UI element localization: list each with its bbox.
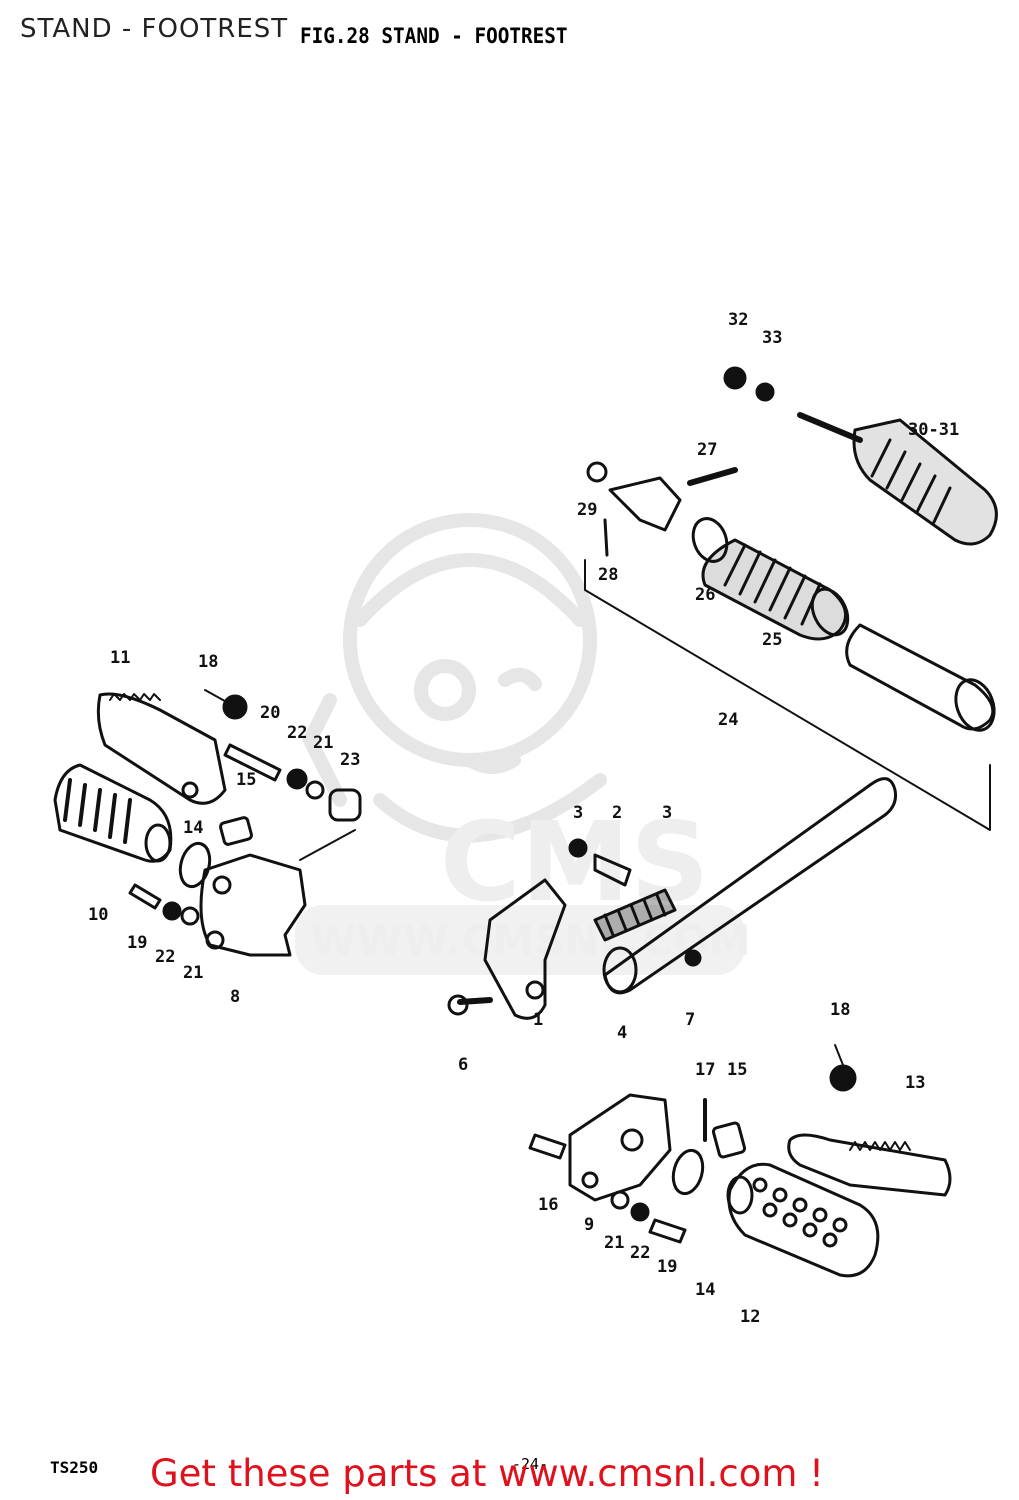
label-part-9: 9 xyxy=(584,1215,594,1235)
label-part-16: 16 xyxy=(538,1195,558,1215)
bolt-2 xyxy=(593,853,632,887)
model-code: TS250 xyxy=(50,1458,99,1477)
label-part-20: 20 xyxy=(260,703,280,723)
label-part-14a: 14 xyxy=(183,818,203,838)
label-part-32: 32 xyxy=(728,310,748,330)
label-part-21c: 21 xyxy=(604,1233,624,1253)
leader-left-1 xyxy=(299,829,356,861)
left-plate-15 xyxy=(219,816,253,846)
stand-spring-5 xyxy=(593,888,677,942)
watermark-logo xyxy=(302,513,607,843)
label-part-15a: 15 xyxy=(236,770,256,790)
label-part-27: 27 xyxy=(697,440,717,460)
label-part-2: 2 xyxy=(612,803,622,823)
right-footrest-rubber-13 xyxy=(787,1133,952,1197)
left-spring-coil-18 xyxy=(222,694,248,720)
label-part-15b: 15 xyxy=(727,1060,747,1080)
label-part-11: 11 xyxy=(110,648,130,668)
right-washer-14 xyxy=(671,1148,705,1196)
cta-link-text[interactable]: Get these parts at www.cmsnl.com ! xyxy=(150,1452,825,1495)
label-part-19b: 19 xyxy=(657,1257,677,1277)
left-bolt-19 xyxy=(128,883,162,910)
label-part-22a: 22 xyxy=(287,723,307,743)
label-part-25: 25 xyxy=(762,630,782,650)
label-part-22c: 22 xyxy=(630,1243,650,1263)
label-part-30-31: 30-31 xyxy=(908,420,959,440)
label-part-7: 7 xyxy=(685,1010,695,1030)
bracket-29 xyxy=(586,461,738,557)
label-part-21a: 21 xyxy=(313,733,333,753)
figure-title: FIG.28 STAND - FOOTREST xyxy=(300,24,568,48)
left-footrest-rubber-11 xyxy=(96,692,227,805)
part-number-labels: 32 33 30-31 27 29 28 26 25 24 11 18 20 2… xyxy=(88,310,959,1327)
rear-footrest-30-31 xyxy=(723,366,998,546)
label-part-29: 29 xyxy=(577,500,597,520)
right-plate-15 xyxy=(711,1121,747,1159)
leader-24 xyxy=(584,559,991,831)
label-part-22b: 22 xyxy=(155,947,175,967)
label-part-19a: 19 xyxy=(127,933,147,953)
label-part-24: 24 xyxy=(718,710,738,730)
right-spring-coil-18 xyxy=(829,1064,857,1092)
left-footrest-bracket-8 xyxy=(199,853,307,957)
label-part-6: 6 xyxy=(458,1055,468,1075)
page-title: STAND - FOOTREST xyxy=(20,14,289,44)
bolt-6 xyxy=(447,994,469,1016)
right-footrest-bracket-9 xyxy=(568,1093,672,1202)
nut-7 xyxy=(684,949,702,967)
label-part-1: 1 xyxy=(533,1010,543,1030)
label-part-18a: 18 xyxy=(198,652,218,672)
left-washer-14 xyxy=(178,841,212,889)
washer-26 xyxy=(691,517,729,563)
label-part-26: 26 xyxy=(695,585,715,605)
left-nut-22 xyxy=(286,768,308,790)
right-footrest-peg-12 xyxy=(726,1162,880,1278)
left-nut-22b xyxy=(162,901,182,921)
label-part-18b: 18 xyxy=(830,1000,850,1020)
right-nut-22 xyxy=(630,1202,650,1222)
label-part-8: 8 xyxy=(230,987,240,1007)
label-part-13: 13 xyxy=(905,1073,925,1093)
label-part-4: 4 xyxy=(617,1023,627,1043)
right-nut-21 xyxy=(610,1190,630,1210)
left-washer-21 xyxy=(305,780,325,800)
label-part-23: 23 xyxy=(340,750,360,770)
rear-footrest-bar xyxy=(845,623,996,732)
label-part-17: 17 xyxy=(695,1060,715,1080)
left-nut-21b xyxy=(180,906,200,926)
label-part-21b: 21 xyxy=(183,963,203,983)
left-collar-23 xyxy=(328,788,362,822)
watermark-url: WWW.CMSNL.COM xyxy=(310,916,751,965)
label-part-5: 3 xyxy=(662,803,672,823)
left-bolt-20 xyxy=(223,743,282,782)
label-part-12: 12 xyxy=(740,1307,760,1327)
page-number: -24- xyxy=(512,1455,549,1473)
watermark-logo-text: CMS xyxy=(440,798,709,926)
label-part-14b: 14 xyxy=(695,1280,715,1300)
side-stand-bar xyxy=(602,777,897,995)
label-part-3: 3 xyxy=(573,803,583,823)
parts-artwork xyxy=(53,366,998,1278)
label-part-33: 33 xyxy=(762,328,782,348)
left-footrest-peg-10 xyxy=(53,763,173,863)
label-part-28: 28 xyxy=(598,565,618,585)
right-bolt-19 xyxy=(648,1218,687,1244)
right-bolt-16 xyxy=(528,1133,567,1160)
label-part-10: 10 xyxy=(88,905,108,925)
nut-3 xyxy=(568,838,588,858)
